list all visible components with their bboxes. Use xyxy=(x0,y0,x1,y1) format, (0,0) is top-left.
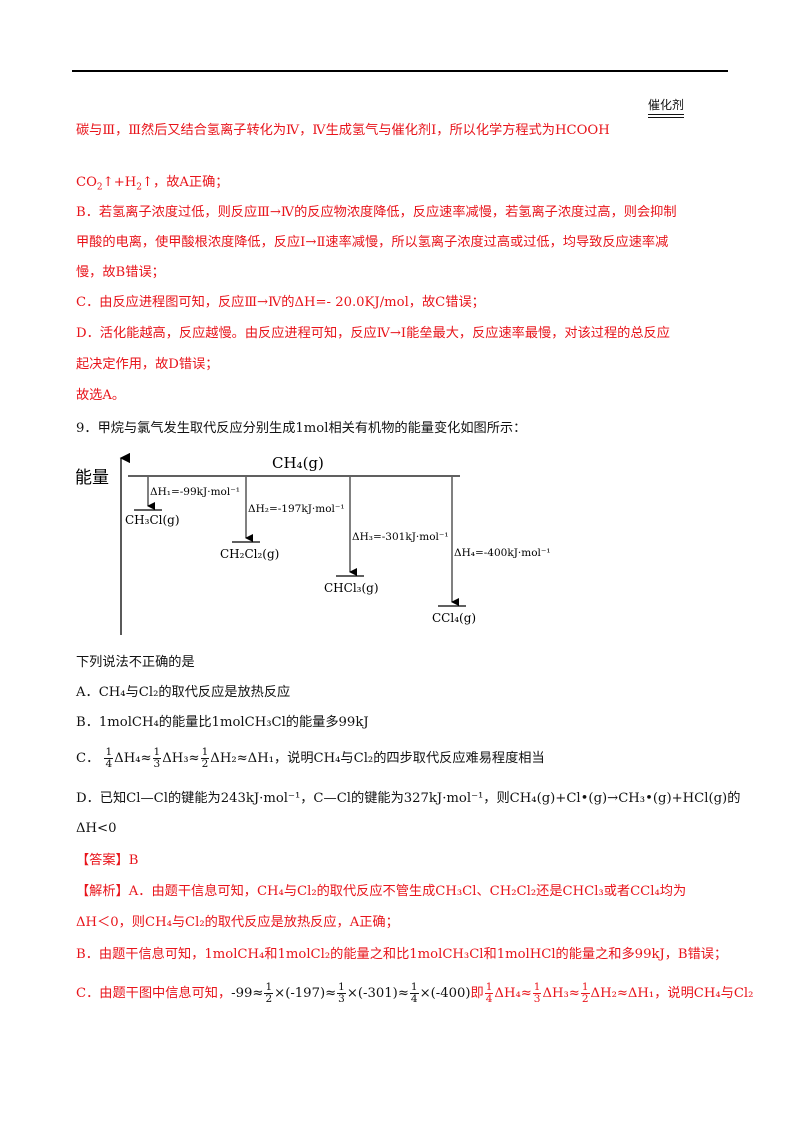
header-rule xyxy=(72,70,728,72)
option-d-line-1: D．已知Cl—Cl的键能为243kJ·mol⁻¹，C—Cl的键能为327kJ·m… xyxy=(76,791,741,806)
dh2-label: ΔH₂=-197kJ·mol⁻¹ xyxy=(248,503,345,515)
ch2cl2-label: CH₂Cl₂(g) xyxy=(220,547,279,561)
chcl3-label: CHCl₃(g) xyxy=(324,581,379,595)
explanation-final: 故选A。 xyxy=(76,388,126,403)
analysis-b-line: B．由题干信息可知，1molCH₄和1molCl₂的能量之和比1molCH₃Cl… xyxy=(76,947,728,962)
explanation-d-line-2: 起决定作用，故D错误； xyxy=(76,357,219,372)
dh4-label: ΔH₄=-400kJ·mol⁻¹ xyxy=(454,547,551,559)
ch4-label: CH₄(g) xyxy=(272,454,324,472)
catalyst-label: 催化剂 xyxy=(648,98,685,118)
dh1-label: ΔH₁=-99kJ·mol⁻¹ xyxy=(150,486,240,498)
explanation-a-line-2: CO2↑+H2↑，故A正确； xyxy=(76,175,229,193)
analysis-a-line-2: ΔH＜0，则CH₄与Cl₂的取代反应是放热反应，A正确； xyxy=(76,915,399,930)
explanation-c-line: C．由反应进程图可知，反应Ⅲ→Ⅳ的ΔH=- 20.0KJ/mol，故C错误； xyxy=(76,295,485,310)
explanation-b-line-1: B．若氢离子浓度过低，则反应Ⅲ→Ⅳ的反应物浓度降低，反应速率减慢，若氢离子浓度过… xyxy=(76,205,677,220)
explanation-b-line-3: 慢，故B错误； xyxy=(76,265,165,280)
explanation-b-line-2: 甲酸的电离，使甲酸根浓度降低，反应Ⅰ→Ⅱ速率减慢，所以氢离子浓度过高或过低，均导… xyxy=(76,235,669,250)
ccl4-label: CCl₄(g) xyxy=(432,611,476,625)
analysis-a-line-1: 【解析】A．由题干信息可知，CH₄与Cl₂的取代反应不管生成CH₃Cl、CH₂C… xyxy=(76,884,687,899)
explanation-d-line-1: D．活化能越高，反应越慢。由反应进程可知，反应Ⅳ→Ⅰ能垒最大，反应速率最慢，对该… xyxy=(76,326,670,341)
explanation-a-line-1: 碳与Ⅲ，Ⅲ然后又结合氢离子转化为Ⅳ，Ⅳ生成氢气与催化剂Ⅰ，所以化学方程式为HCO… xyxy=(76,123,610,138)
question-9-stem: 9．甲烷与氯气发生取代反应分别生成1mol相关有机物的能量变化如图所示： xyxy=(76,421,527,436)
ch3cl-label: CH₃Cl(g) xyxy=(125,513,180,527)
energy-axis-label: 能量 xyxy=(75,468,109,488)
dh3-label: ΔH₃=-301kJ·mol⁻¹ xyxy=(352,531,449,543)
energy-diagram: 能量 CH₄(g) ΔH₁=-99kJ·mol⁻¹ CH₃Cl(g) ΔH₂=-… xyxy=(75,452,551,635)
answer-label: 【答案】B xyxy=(76,853,139,868)
question-9-ask: 下列说法不正确的是 xyxy=(76,655,195,670)
option-b: B．1molCH₄的能量比1molCH₃Cl的能量多99kJ xyxy=(76,715,369,730)
option-d-line-2: ΔH<0 xyxy=(76,821,117,836)
option-a: A．CH₄与Cl₂的取代反应是放热反应 xyxy=(76,685,291,700)
